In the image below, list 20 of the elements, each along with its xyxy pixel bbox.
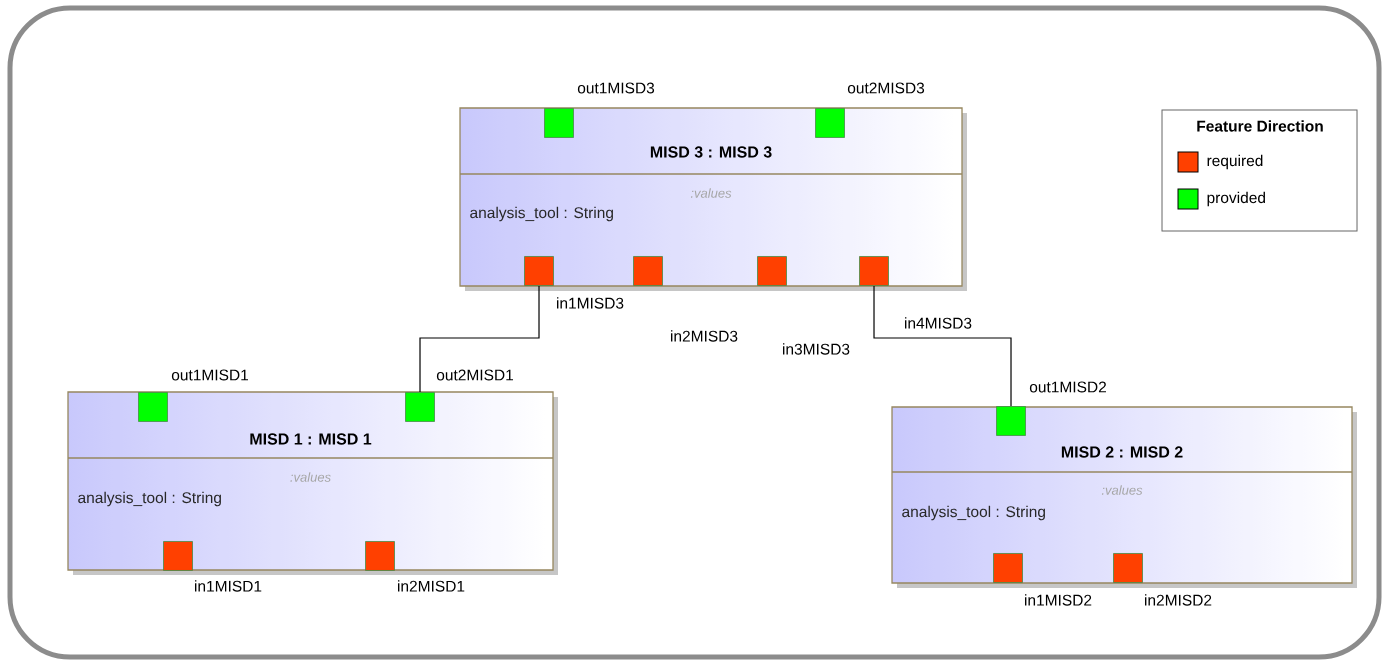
legend-label: required [1207, 154, 1263, 170]
connector-line [873, 285, 1012, 407]
block: MISD 3 : MISD 3 :values analysis_tool : String [459, 107, 967, 291]
port-label: in1MISD3 [557, 297, 624, 309]
legend-label: provided [1207, 191, 1265, 207]
connector-line [419, 285, 540, 393]
port-label: in2MISD2 [1145, 594, 1212, 606]
port-label: in4MISD3 [905, 317, 972, 329]
port-label: in1MISD1 [195, 580, 262, 592]
port-label: in2MISD3 [671, 330, 738, 342]
port-label: in3MISD3 [783, 343, 850, 355]
port-label: out2MISD1 [436, 369, 513, 381]
port-label: out1MISD3 [577, 82, 655, 94]
port-label: out1MISD2 [1029, 381, 1106, 393]
block: MISD 1 : MISD 1 :values analysis_tool : String [67, 391, 558, 575]
port-label: out2MISD3 [847, 82, 925, 94]
port-label: out1MISD1 [171, 369, 248, 381]
port-label: in2MISD1 [398, 580, 465, 592]
port-label: in1MISD2 [1025, 594, 1092, 606]
block: MISD 2 : MISD 2 :values analysis_tool : String [891, 406, 1357, 588]
